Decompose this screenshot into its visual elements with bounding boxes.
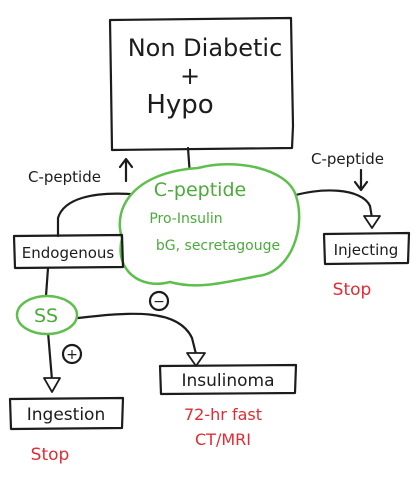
start-line-1: Non Diabetic — [128, 34, 283, 62]
cpeptide-to-injecting-line — [284, 189, 374, 220]
left-cpeptide-label: C-peptide — [28, 168, 101, 186]
ingestion-box — [8, 396, 125, 431]
endogenous-box — [12, 233, 125, 270]
arrowheads — [43, 215, 381, 393]
connectors — [44, 146, 374, 382]
negative-sign-circle — [148, 290, 170, 312]
ss-to-insulinoma-line — [76, 312, 198, 356]
edge-labels: C-peptide C-peptide — [28, 150, 384, 192]
positive-sign-circle — [61, 343, 83, 365]
injecting-arrowhead — [363, 215, 381, 229]
ingestion-label: Ingestion — [27, 405, 105, 425]
start-node: Non Diabetic + Hypo — [108, 16, 295, 152]
insulinoma-node: Insulinoma 72-hr fast CT/MRI — [158, 363, 298, 449]
ingestion-node: Ingestion Stop — [8, 396, 125, 465]
start-line-3: Hypo — [146, 90, 213, 120]
right-cpeptide-label: C-peptide — [311, 150, 384, 168]
ss-to-ingestion-line — [46, 330, 54, 382]
insulinoma-label: Insulinoma — [181, 371, 274, 391]
edge-signs: − + — [61, 290, 170, 365]
injecting-box — [322, 231, 411, 266]
injecting-label: Injecting — [334, 241, 399, 259]
start-line-2: + — [180, 62, 200, 90]
ss-node: SS — [15, 294, 79, 336]
ss-oval — [15, 294, 79, 336]
cpeptide-line-1: Pro-Insulin — [149, 211, 222, 227]
ingestion-arrowhead — [43, 377, 61, 393]
cpeptide-to-endogenous-line — [56, 192, 132, 238]
insulinoma-note-line-1: 72-hr fast — [184, 405, 262, 424]
ingestion-stop-note: Stop — [31, 445, 70, 465]
endogenous-label: Endogenous — [22, 244, 115, 262]
up-arrow-icon — [118, 157, 134, 183]
insulinoma-note-line-2: CT/MRI — [195, 430, 251, 449]
endogenous-to-ss-line — [44, 266, 50, 298]
cpeptide-title: C-peptide — [154, 179, 246, 201]
start-box — [108, 16, 295, 152]
endogenous-node: Endogenous — [12, 233, 125, 270]
down-arrow-icon — [353, 168, 369, 192]
ss-label: SS — [34, 305, 58, 327]
injecting-stop-note: Stop — [333, 280, 372, 300]
injecting-node: Injecting Stop — [322, 231, 411, 300]
positive-sign: + — [66, 347, 78, 363]
cpeptide-node: C-peptide Pro-Insulin bG, secretagouge — [118, 162, 301, 287]
cpeptide-line-2: bG, secretagouge — [156, 238, 280, 254]
negative-sign: − — [153, 294, 165, 310]
insulinoma-arrowhead — [186, 352, 206, 367]
insulinoma-box — [158, 363, 298, 396]
cpeptide-cloud — [118, 162, 301, 287]
